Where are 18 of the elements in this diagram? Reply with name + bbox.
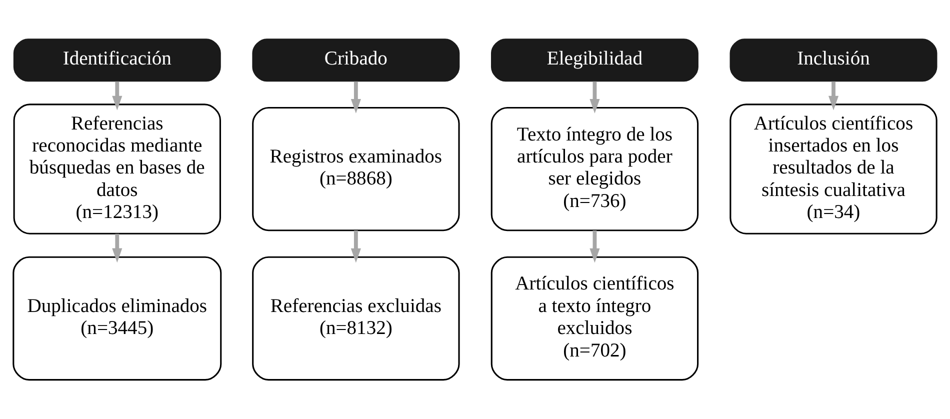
arrow: [350, 81, 361, 114]
node-box: Duplicados eliminados (n=3445): [12, 256, 222, 381]
arrow: [112, 234, 122, 263]
arrow: [590, 230, 600, 263]
node-box: Referencias reconocidas mediante búsquedas en bases de datos (n=12313): [13, 104, 222, 234]
node-box: Artículos científicos a texto íntegro excluidos (n=702): [490, 256, 699, 381]
node-box: Texto íntegro de los artículos para poder ser elegidos (n=736): [490, 106, 699, 232]
node-box: Cribado: [252, 38, 460, 82]
arrow: [350, 230, 361, 263]
node-box: Registros examinados (n=8868): [252, 106, 460, 232]
node-box: Identificación: [13, 38, 221, 82]
node-box: Elegibilidad: [490, 38, 698, 82]
arrow: [828, 81, 839, 110]
arrow: [112, 81, 122, 110]
arrow: [590, 81, 600, 114]
node-box: Referencias excluidas (n=8132): [252, 256, 460, 381]
node-box: Artículos científicos insertados en los resultados de la síntesis cualitativa (n=34): [730, 104, 938, 234]
node-box: Inclusión: [730, 38, 938, 82]
